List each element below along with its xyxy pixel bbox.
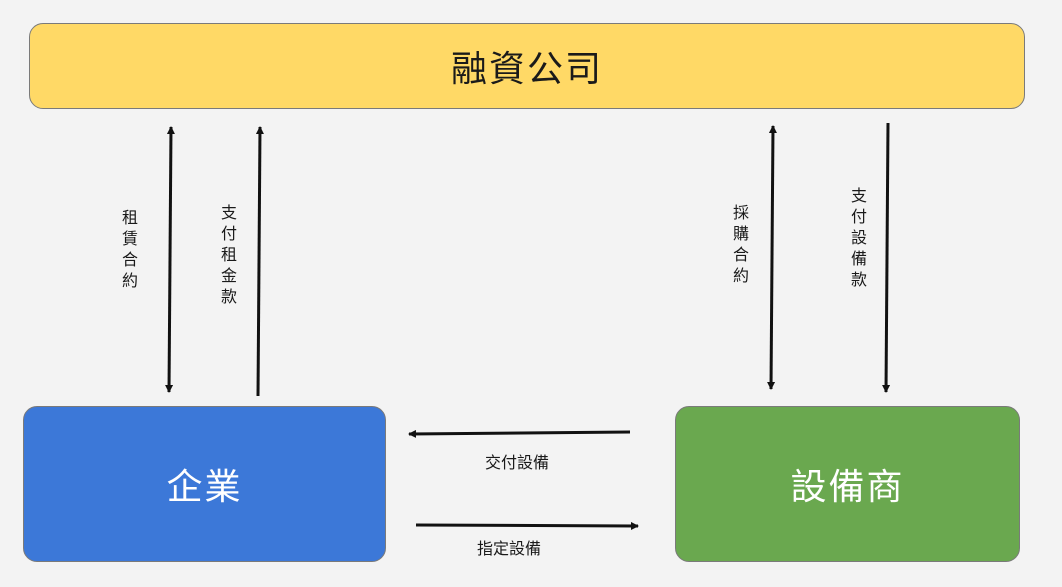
deliver-equipment-label: 交付設備 [485,453,550,472]
pay-equipment-arrow [882,122,891,393]
enterprise-node: 企業 [23,406,386,562]
purchase-contract-arrow [767,125,777,390]
finance-company-node: 融資公司 [29,23,1025,109]
finance-company-label: 融資公司 [450,49,603,90]
deliver-equipment-arrow [408,429,631,438]
pay-rent-arrow [255,126,264,397]
specify-equipment-arrow [415,521,639,530]
supplier-node: 設備商 [675,406,1020,562]
pay-rent-label: 支付租金款 [220,203,237,306]
enterprise-label: 企業 [166,467,243,508]
lease-contract-label: 租賃合約 [121,208,138,290]
purchase-contract-label: 採購合約 [732,203,749,285]
pay-equipment-label: 支付設備款 [850,186,867,289]
specify-equipment-label: 指定設備 [477,539,542,558]
supplier-label: 設備商 [790,467,905,508]
lease-contract-arrow [165,126,175,393]
